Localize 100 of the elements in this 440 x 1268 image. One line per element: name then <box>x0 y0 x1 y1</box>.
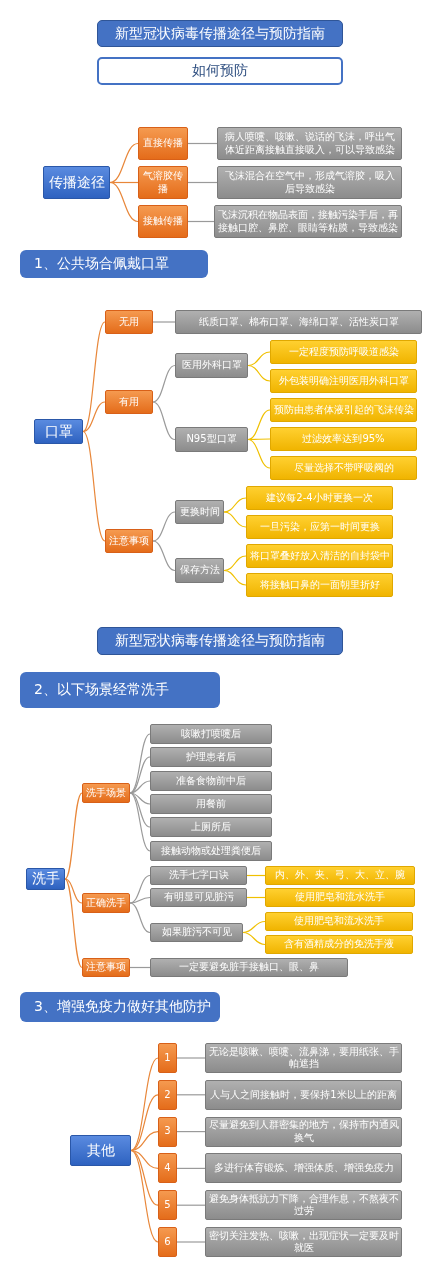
connector-line <box>176 1094 206 1096</box>
connector-line <box>187 181 218 184</box>
detail-box: 将口罩叠好放入清洁的自封袋中 <box>246 544 393 568</box>
connector-line <box>223 569 247 586</box>
topic-box: 医用外科口罩 <box>175 353 248 378</box>
detail-box: 一定程度预防呼吸道感染 <box>270 340 417 364</box>
connector-line <box>176 1131 206 1133</box>
branch-topic: 4 <box>158 1153 177 1184</box>
branch-topic: 2 <box>158 1079 177 1110</box>
section-header: 2、以下场景经常洗手 <box>20 672 220 708</box>
detail-box: 尽量选择不带呼吸阀的 <box>270 456 417 480</box>
root-topic: 传播途径 <box>43 166 110 199</box>
connector-line <box>187 220 215 223</box>
root-topic: 口罩 <box>34 419 83 444</box>
connector-line <box>129 792 151 828</box>
connector-line <box>129 756 151 794</box>
topic-box: 用餐前 <box>150 794 272 814</box>
topic-box: 尽量避免到人群密集的地方，保持市内通风换气 <box>205 1116 402 1147</box>
topic-box: N95型口罩 <box>175 427 248 452</box>
connector-line <box>152 540 176 572</box>
connector-line <box>176 1167 206 1169</box>
connector-line <box>129 792 151 852</box>
detail-box: 含有酒精成分的免洗手液 <box>265 935 413 954</box>
topic-box: 准备食物前中后 <box>150 771 272 791</box>
topic-box: 咳嗽打喷嚏后 <box>150 724 272 744</box>
branch-topic: 3 <box>158 1116 177 1147</box>
title-banner: 新型冠状病毒传播途径与预防指南 <box>97 627 343 655</box>
connector-line <box>152 511 176 542</box>
topic-box: 更换时间 <box>175 500 224 524</box>
topic-box: 飞沫混合在空气中，形成气溶胶，吸入后导致感染 <box>217 166 402 199</box>
topic-box: 避免身体抵抗力下降，合理作息，不熬夜不过劳 <box>205 1190 402 1221</box>
section-header: 1、公共场合佩戴口罩 <box>20 250 208 278</box>
connector-line <box>176 1241 206 1243</box>
connector-line <box>130 1149 159 1243</box>
connector-line <box>242 931 266 946</box>
topic-box: 如果脏污不可见 <box>150 923 243 942</box>
connector-line <box>109 181 139 223</box>
connector-line <box>129 733 151 794</box>
detail-box: 使用肥皂和流水洗手 <box>265 912 413 931</box>
connector-line <box>176 1057 206 1059</box>
detail-box: 建议每2-4小时更换一次 <box>246 486 393 510</box>
branch-topic: 5 <box>158 1190 177 1221</box>
topic-box: 无论是咳嗽、喷嚏、流鼻涕，要用纸张、手帕遮挡 <box>205 1043 402 1073</box>
connector-line <box>247 351 271 367</box>
connector-line <box>64 878 83 969</box>
branch-topic: 有用 <box>105 390 153 414</box>
detail-box: 使用肥皂和流水洗手 <box>265 888 415 907</box>
connector-line <box>82 321 106 433</box>
topic-box: 洗手七字口诀 <box>150 866 247 885</box>
detail-box: 预防由患者体液引起的飞沫传染 <box>270 398 417 422</box>
topic-box: 人与人之间接触时，要保持1米以上的距离 <box>205 1079 402 1110</box>
topic-box: 病人喷嚏、咳嗽、说话的飞沫，呼出气体近距离接触直接吸入，可以导致感染 <box>217 127 402 160</box>
branch-topic: 无用 <box>105 310 153 334</box>
branch-topic: 注意事项 <box>105 529 153 553</box>
branch-topic: 正确洗手 <box>82 893 130 913</box>
connector-line <box>64 792 83 880</box>
detail-box: 外包装明确注明医用外科口罩 <box>270 369 417 393</box>
connector-line <box>187 142 218 145</box>
detail-box: 将接触口鼻的一面朝里折好 <box>246 573 393 597</box>
detail-box: 一旦污染，应第一时间更换 <box>246 515 393 539</box>
branch-topic: 接触传播 <box>138 205 188 238</box>
connector-line <box>129 780 151 794</box>
root-topic: 洗手 <box>26 868 65 890</box>
connector-line <box>82 401 106 433</box>
connector-line <box>129 896 151 904</box>
branch-topic: 注意事项 <box>82 958 130 977</box>
connector-line <box>152 321 176 323</box>
section-header: 3、增强免疫力做好其他防护 <box>20 992 220 1022</box>
connector-line <box>109 142 139 184</box>
topic-box: 接触动物或处理粪便后 <box>150 841 272 861</box>
detail-box: 内、外、夹、弓、大、立、腕 <box>265 866 415 885</box>
connector-line <box>82 430 106 542</box>
connector-line <box>130 1131 159 1152</box>
root-topic: 其他 <box>70 1135 131 1166</box>
topic-box: 保存方法 <box>175 558 224 583</box>
branch-topic: 6 <box>158 1227 177 1257</box>
connector-line <box>247 409 271 441</box>
connector-line <box>152 364 176 403</box>
branch-topic: 气溶胶传播 <box>138 166 188 199</box>
topic-box: 飞沫沉积在物品表面，接触污染手后，再接触口腔、鼻腔、眼睛等粘膜，导致感染 <box>214 205 402 238</box>
connector-line <box>223 497 247 513</box>
connector-line <box>130 1057 159 1152</box>
connector-line <box>130 1094 159 1152</box>
connector-line <box>176 1204 206 1206</box>
connector-line <box>247 364 271 382</box>
topic-box: 有明显可见脏污 <box>150 888 247 907</box>
topic-box: 纸质口罩、棉布口罩、海绵口罩、活性炭口罩 <box>175 310 422 334</box>
connector-line <box>130 1149 159 1206</box>
title-banner: 新型冠状病毒传播途径与预防指南 <box>97 20 343 47</box>
connector-line <box>64 878 83 904</box>
topic-box: 护理患者后 <box>150 747 272 767</box>
connector-line <box>129 966 151 969</box>
branch-topic: 直接传播 <box>138 127 188 160</box>
connector-line <box>247 438 271 469</box>
detail-box: 过滤效率达到95% <box>270 427 417 451</box>
topic-box: 多进行体育锻炼、增强体质、增强免疫力 <box>205 1153 402 1184</box>
topic-box: 上厕所后 <box>150 817 272 837</box>
connector-line <box>223 555 247 572</box>
branch-topic: 洗手场景 <box>82 783 130 803</box>
connector-line <box>129 902 151 934</box>
